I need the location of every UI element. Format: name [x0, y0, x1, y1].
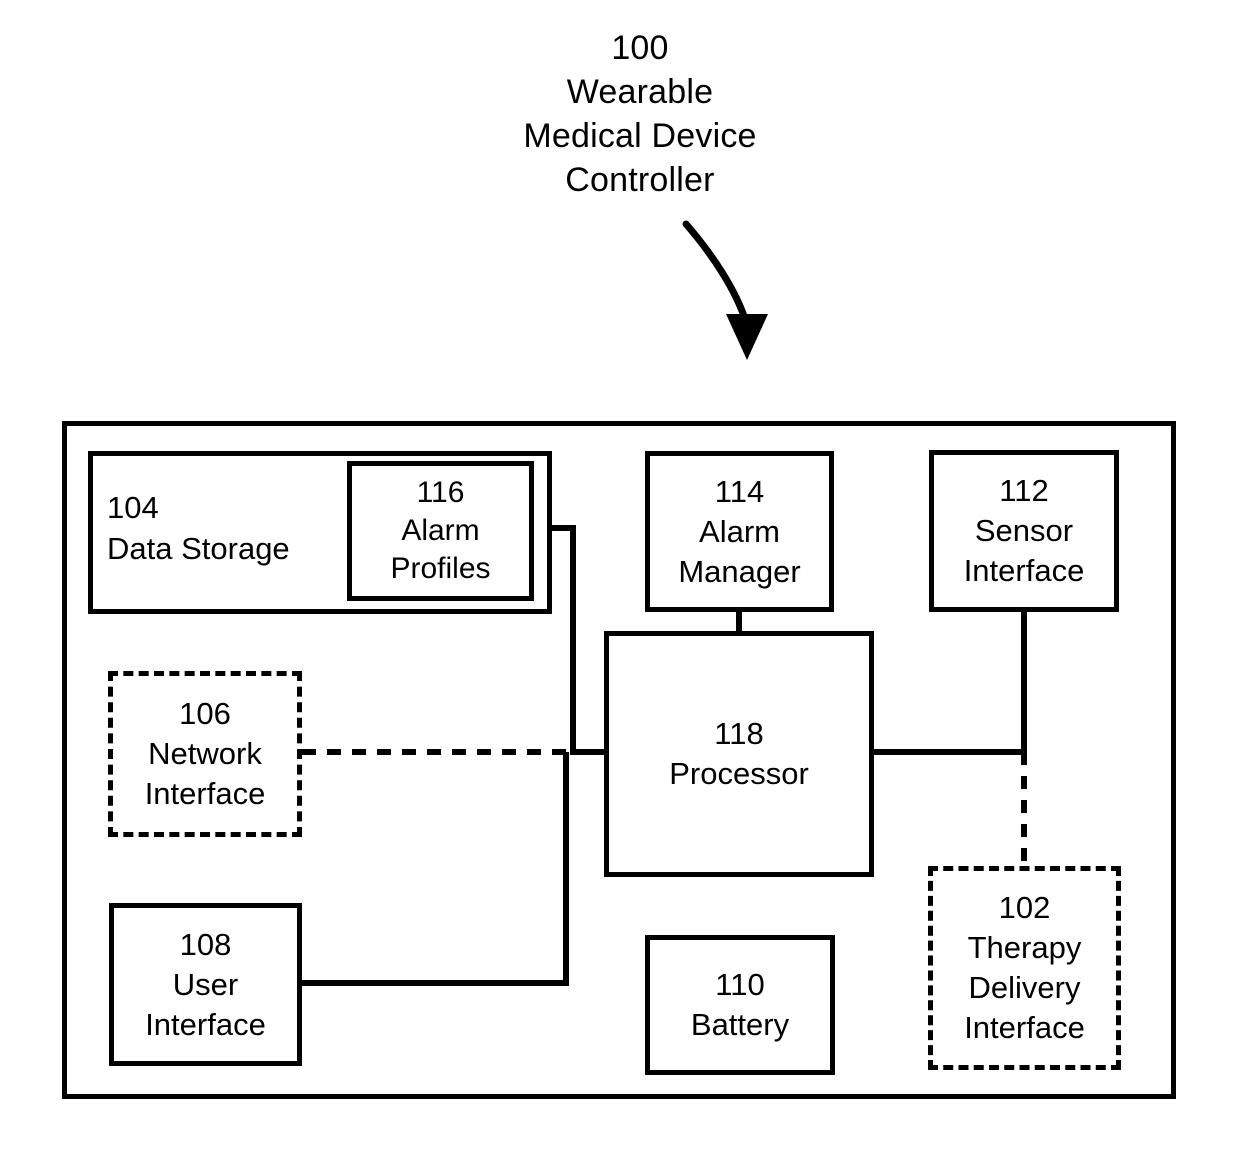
block-sensor-interface: 112 Sensor Interface: [929, 450, 1119, 612]
block-data-storage-label: 104 Data Storage: [107, 490, 290, 566]
block-alarm-profiles-label: 116 Alarm Profiles: [390, 476, 491, 585]
figure-title: 100 Wearable Medical Device Controller: [523, 29, 757, 199]
block-network-interface: 106 Network Interface: [108, 671, 302, 837]
block-user-interface-label: 108 User Interface: [145, 926, 266, 1042]
block-processor: 118 Processor: [604, 631, 874, 877]
block-battery-label: 110 Battery: [690, 967, 790, 1042]
block-battery: 110 Battery: [645, 935, 835, 1075]
pointer-arrow-icon: [682, 220, 768, 360]
block-alarm-manager: 114 Alarm Manager: [645, 451, 834, 612]
block-therapy-delivery-interface-label: 102 Therapy Delivery Interface: [964, 890, 1085, 1045]
block-therapy-delivery-interface: 102 Therapy Delivery Interface: [928, 866, 1121, 1070]
block-alarm-manager-label: 114 Alarm Manager: [678, 473, 801, 589]
block-sensor-interface-label: 112 Sensor Interface: [963, 473, 1085, 588]
block-processor-label: 118 Processor: [669, 716, 809, 791]
block-user-interface: 108 User Interface: [109, 903, 302, 1066]
block-network-interface-label: 106 Network Interface: [144, 696, 266, 811]
block-alarm-profiles: 116 Alarm Profiles: [347, 461, 534, 601]
